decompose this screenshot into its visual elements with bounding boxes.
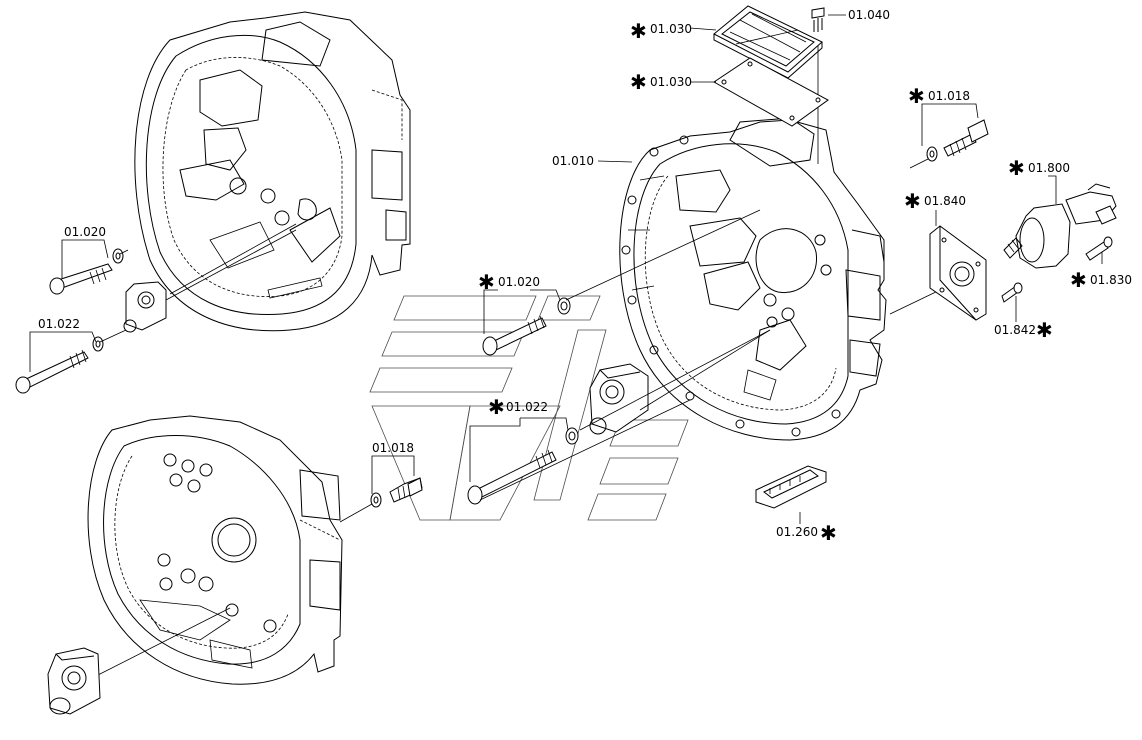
callout-star: ✱: [1036, 318, 1053, 342]
bolt-01022-center: [467, 427, 579, 505]
callout-label: 01.020: [64, 225, 106, 239]
bolt-01020-center: [482, 297, 571, 356]
callout-star: ✱: [488, 395, 505, 419]
inspection-cover-01260: [755, 465, 827, 509]
callout-star: ✱: [1070, 268, 1087, 292]
bolt-01018-right: [926, 119, 989, 162]
flange-plate-01840: [929, 225, 987, 321]
axis-line: [339, 503, 373, 523]
screw-01842: [1001, 282, 1023, 303]
callout-labels: ✱ 01.030 01.040 ✱ 01.030 ✱ 01.018 01.010…: [38, 8, 1132, 545]
callout-star: ✱: [1008, 156, 1025, 180]
watermark-logo: [369, 295, 689, 521]
callout-star: ✱: [478, 270, 495, 294]
callout-label: 01.020: [498, 275, 540, 289]
callout-label: 01.030: [650, 75, 692, 89]
callout-star: ✱: [820, 521, 837, 545]
callout-label: 01.830: [1090, 273, 1132, 287]
screw-01830: [1085, 236, 1113, 261]
callout-label: 01.010: [552, 154, 594, 168]
callout-star: ✱: [630, 19, 647, 43]
callout-label: 01.022: [38, 317, 80, 331]
callout-star: ✱: [904, 189, 921, 213]
callout-star: ✱: [630, 70, 647, 94]
callout-label: 01.018: [928, 89, 970, 103]
bearing-block-upper-left: [123, 281, 167, 333]
label-leaders: [29, 14, 1103, 524]
leader-axis-lines: [99, 40, 941, 501]
bolt-01022-left: [15, 336, 104, 394]
callout-label: 01.842: [994, 323, 1036, 337]
callout-star: ✱: [908, 84, 925, 108]
callout-label: 01.018: [372, 441, 414, 455]
housing-main: [619, 117, 887, 441]
axis-line: [95, 607, 231, 677]
screw-01040: [811, 7, 825, 32]
bearing-block-lower-left: [47, 647, 101, 715]
callout-label: 01.840: [924, 194, 966, 208]
callout-label: 01.800: [1028, 161, 1070, 175]
callout-label: 01.040: [848, 8, 890, 22]
callout-label: 01.260: [776, 525, 818, 539]
bolt-01018-lower: [370, 477, 423, 508]
axis-line: [169, 223, 297, 295]
callout-label: 01.030: [650, 22, 692, 36]
callout-label: 01.022: [506, 400, 548, 414]
bolt-01020-left: [49, 248, 124, 295]
actuator-01800: [1003, 183, 1117, 269]
housing-lower-left: [87, 415, 343, 685]
bearing-block-center: [589, 363, 649, 435]
housing-upper-left: [134, 11, 411, 332]
gasket-plate: [713, 57, 829, 127]
